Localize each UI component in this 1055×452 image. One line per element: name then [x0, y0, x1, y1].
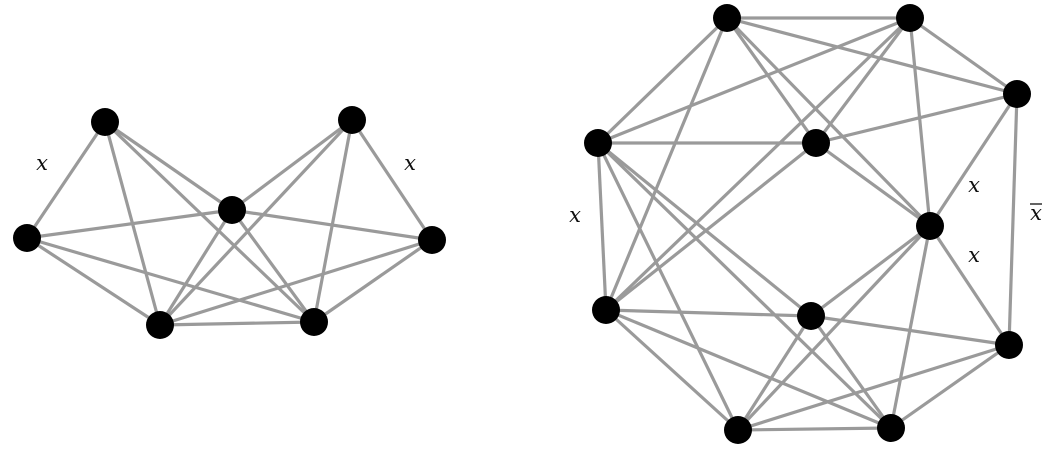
left-graph-edge — [26, 236, 161, 327]
x-label: x — [569, 203, 581, 227]
right-graph-node — [713, 4, 741, 32]
right-graph-edge — [815, 92, 1018, 145]
right-graph-edge — [815, 141, 931, 228]
left-graph-edge — [159, 238, 433, 327]
right-graph-edge — [909, 16, 1018, 96]
right-graph-edge — [596, 142, 608, 311]
right-graph-edge — [596, 16, 729, 145]
x-label: x — [404, 151, 416, 175]
right-graph-edge — [908, 17, 932, 227]
left-graph-edge — [231, 118, 353, 212]
right-graph-edge — [596, 141, 813, 318]
right-graph-edge — [604, 17, 729, 311]
left-graph-node — [13, 224, 41, 252]
left-graph-node — [146, 311, 174, 339]
left-graph-edge — [25, 121, 107, 239]
left-graph-node — [300, 308, 328, 336]
left-graph-edge — [158, 209, 234, 326]
left-graph-node — [338, 106, 366, 134]
left-graph-node — [91, 108, 119, 136]
right-graph-edge — [1007, 93, 1019, 346]
left-graph-edge — [104, 120, 233, 212]
left-graph-edge — [158, 118, 354, 327]
right-graph-edge — [605, 308, 892, 430]
x-label: x — [36, 151, 48, 175]
right-graph-edge — [725, 16, 932, 228]
x-label: x — [968, 173, 980, 197]
x-label: x — [968, 243, 980, 267]
left-graph-edge — [26, 236, 315, 324]
right-graph-node — [877, 414, 905, 442]
right-graph-node — [1003, 80, 1031, 108]
right-graph-edge — [737, 343, 1010, 432]
right-graph-edge — [596, 142, 740, 431]
right-graph-edge — [889, 225, 932, 429]
right-graph-edge — [605, 141, 817, 312]
right-graph-edge — [736, 315, 813, 431]
left-graph-edge — [313, 238, 433, 324]
left-graph-edge — [230, 209, 316, 323]
right-graph-node — [724, 416, 752, 444]
right-graph-node — [797, 302, 825, 330]
right-graph-edge — [890, 343, 1010, 430]
left-graph-edge — [231, 208, 433, 242]
right-graph-edge — [810, 224, 931, 318]
left-graph-edge — [159, 320, 315, 327]
right-graph-node — [896, 4, 924, 32]
left-graph-edge — [312, 119, 354, 323]
right-graph-edge — [596, 141, 893, 430]
right-graph-node — [802, 129, 830, 157]
right-graph-edge — [814, 17, 912, 144]
left-graph-node — [418, 226, 446, 254]
right-graph-edge — [605, 308, 812, 318]
left-graph-node — [218, 196, 246, 224]
left-graph-edge — [350, 119, 434, 241]
right-graph-edge — [928, 225, 1011, 346]
right-graph-edge — [809, 315, 893, 429]
right-graph-node — [584, 129, 612, 157]
x-bar-label: x — [1030, 201, 1042, 225]
left-graph-edge — [26, 208, 233, 240]
right-graph-edge — [928, 93, 1019, 227]
right-graph-edge — [604, 308, 740, 432]
right-graph-edge — [810, 314, 1010, 347]
right-graph-node — [916, 212, 944, 240]
right-graph-edge — [597, 16, 911, 145]
right-graph-edge — [736, 224, 932, 432]
right-graph-node — [592, 296, 620, 324]
right-graph-node — [995, 331, 1023, 359]
right-graph-edge — [737, 426, 892, 432]
